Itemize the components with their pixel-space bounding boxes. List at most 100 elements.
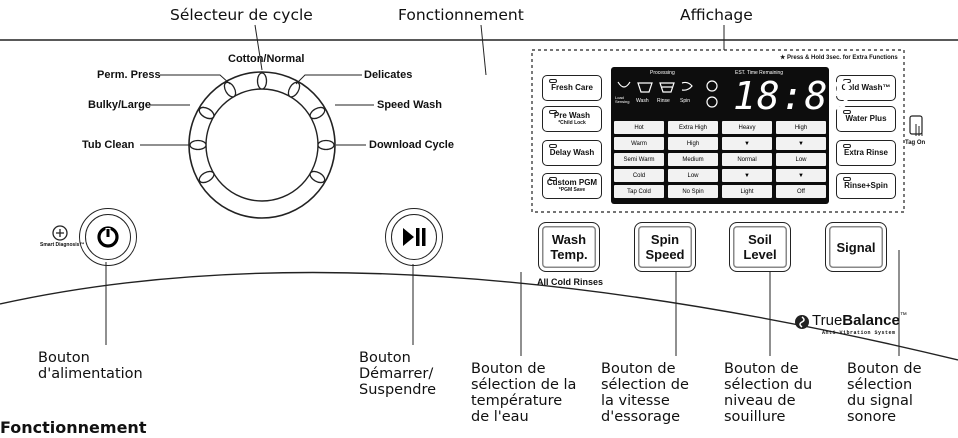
grid-cell-spin: No Spin <box>668 185 718 198</box>
smart-diagnosis-icon <box>52 225 68 241</box>
soil-level-button[interactable]: Soil Level <box>729 222 791 272</box>
icon-label-load-sensing: Load Sensing <box>615 95 630 104</box>
grid-cell-signal: ▼ <box>776 169 826 182</box>
pre-wash-label: Pre Wash <box>553 111 591 120</box>
grid-cell-temp: Cold <box>614 169 664 182</box>
soil-level-label-1: Soil <box>748 232 772 247</box>
signal-button[interactable]: Signal <box>825 222 887 272</box>
dial-label-tub-clean: Tub Clean <box>82 139 135 151</box>
wash-temp-label-2: Temp. <box>550 247 588 262</box>
icon-label-spin: Spin <box>680 98 691 104</box>
dial-label-delicates: Delicates <box>364 69 413 81</box>
cycle-selector-dial[interactable] <box>189 72 335 218</box>
dial-position-mark <box>309 106 326 120</box>
grid-cell-soil: Light <box>722 185 772 198</box>
dial-label-download-cycle: Download Cycle <box>369 139 454 151</box>
truebalance-tagline: Anti-Vibration System <box>822 330 896 336</box>
rinse-spin-button[interactable]: Rinse+Spin <box>836 173 896 199</box>
extra-functions-note: ★ Press & Hold 3sec. for Extra Functions <box>780 55 898 61</box>
dial-position-mark <box>317 139 335 151</box>
signal-label: Signal <box>836 239 876 255</box>
start-pause-button[interactable] <box>385 208 443 266</box>
grid-cell-temp: Warm <box>614 137 664 150</box>
grid-cell-temp: Semi Warm <box>614 153 664 166</box>
dial-position-mark <box>198 106 215 120</box>
dial-label-cotton-normal: Cotton/Normal <box>228 53 305 65</box>
wash-temp-button[interactable]: Wash Temp. <box>538 222 600 272</box>
tag-on-label: Tag On <box>905 140 926 146</box>
dial-position-mark <box>256 72 268 90</box>
power-icon <box>97 226 119 248</box>
rinse-icon <box>659 82 675 93</box>
icon-label-wash: Wash <box>636 98 649 104</box>
extra-rinse-button[interactable]: Extra Rinse <box>836 140 896 166</box>
grid-cell-signal: Low <box>776 153 826 166</box>
cold-wash-button[interactable]: Cold Wash™ <box>836 75 896 101</box>
soil-level-label-2: Level <box>743 247 777 262</box>
callout-display: Affichage <box>680 6 753 24</box>
dial-position-mark <box>198 170 215 184</box>
play-pause-icon <box>403 228 426 246</box>
water-plus-button[interactable]: Water Plus <box>836 106 896 132</box>
cold-wash-label: Cold Wash™ <box>841 83 891 92</box>
grid-cell-soil: Heavy <box>722 121 772 134</box>
child-lock-label: *Child Lock <box>558 120 586 126</box>
custom-pgm-label: Custom PGM <box>546 178 598 187</box>
fresh-care-button[interactable]: Fresh Care <box>542 75 602 101</box>
extra-rinse-label: Extra Rinse <box>843 148 889 157</box>
grid-cell-temp: Tap Cold <box>614 185 664 198</box>
smart-diagnosis-label: Smart Diagnosis™ <box>40 242 85 248</box>
spin-speed-button[interactable]: Spin Speed <box>634 222 696 272</box>
delay-wash-button[interactable]: Delay Wash <box>542 140 602 166</box>
dial-position-mark <box>309 170 326 184</box>
custom-pgm-button[interactable]: Custom PGM*PGM Save <box>542 173 602 199</box>
grid-cell-soil: Normal <box>722 153 772 166</box>
spin-speed-label-2: Speed <box>645 247 685 262</box>
clock-icon <box>706 96 718 108</box>
dial-label-speed-wash: Speed Wash <box>377 99 442 111</box>
grid-cell-signal: ▼ <box>776 137 826 150</box>
load-sensing-icon <box>617 81 631 88</box>
display-icons <box>617 80 718 108</box>
grid-cell-signal: High <box>776 121 826 134</box>
wash-temp-label-1: Wash <box>551 232 587 247</box>
callout-cycle-selector: Sélecteur de cycle <box>170 6 313 24</box>
truebalance-logo-icon <box>795 315 809 329</box>
spin-speed-label-1: Spin <box>650 232 680 247</box>
est-time-label: EST. Time Remaining <box>735 70 784 76</box>
pre-wash-button[interactable]: Pre Wash*Child Lock <box>542 106 602 132</box>
callout-operation: Fonctionnement <box>398 6 524 24</box>
time-remaining-readout: 18:88 <box>733 74 853 118</box>
power-button[interactable] <box>79 208 137 266</box>
spin-icon <box>681 81 693 91</box>
dial-label-bulky-large: Bulky/Large <box>88 99 151 111</box>
processing-label: Processing <box>650 70 675 76</box>
grid-cell-temp: Hot <box>614 121 664 134</box>
rinse-spin-label: Rinse+Spin <box>844 181 888 190</box>
water-plus-label: Water Plus <box>845 114 887 123</box>
all-cold-rinses-label: All Cold Rinses <box>537 277 604 287</box>
section-heading: Fonctionnement <box>0 418 147 437</box>
grid-cell-soil: ▼ <box>722 169 772 182</box>
tag-on-icon <box>909 115 923 136</box>
truebalance-logo: TrueBalance™ <box>812 312 907 329</box>
wash-icon <box>637 82 653 93</box>
grid-cell-soil: ▼ <box>722 137 772 150</box>
grid-cell-spin: Low <box>668 169 718 182</box>
grid-cell-spin: High <box>668 137 718 150</box>
delay-wash-label: Delay Wash <box>549 148 595 157</box>
dial-label-perm-press: Perm. Press <box>97 69 161 81</box>
grid-cell-spin: Medium <box>668 153 718 166</box>
grid-cell-signal: Off <box>776 185 826 198</box>
grid-cell-spin: Extra High <box>668 121 718 134</box>
icon-label-rinse: Rinse <box>657 98 670 104</box>
pgm-save-label: *PGM Save <box>558 187 586 193</box>
